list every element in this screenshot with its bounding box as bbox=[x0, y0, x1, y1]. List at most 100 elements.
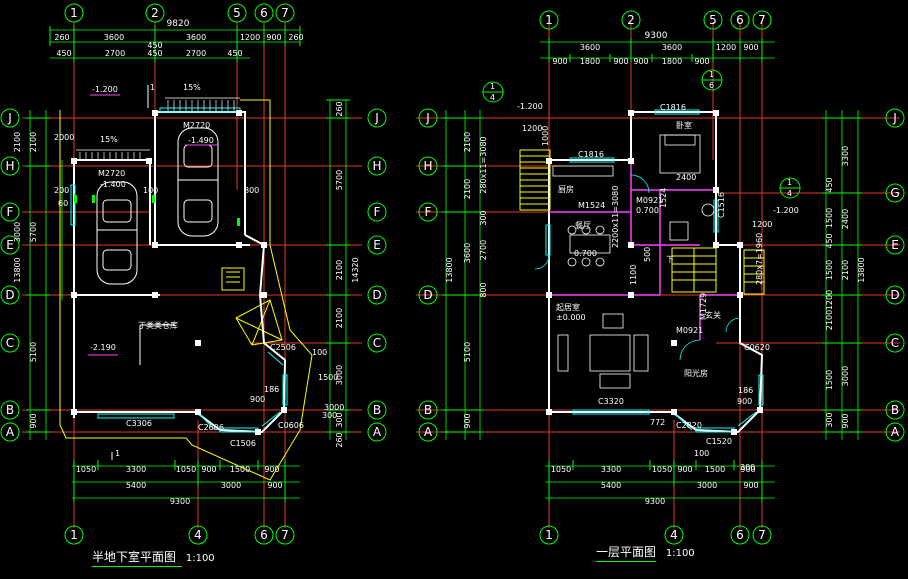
dimension-label: 450 bbox=[825, 177, 834, 192]
axis-bubble-left-H: H bbox=[0, 156, 20, 176]
dimension-label: 2400 bbox=[841, 209, 850, 229]
dimension-label: 14320 bbox=[351, 257, 360, 282]
plan-label-bedroom: 卧室 bbox=[676, 120, 692, 130]
dimension-label: 5700 bbox=[335, 170, 344, 190]
svg-text:4: 4 bbox=[194, 528, 202, 542]
dimension-label: 260 bbox=[54, 33, 69, 42]
section-marker-icon bbox=[482, 69, 801, 199]
dimension-label: 300 bbox=[335, 412, 344, 427]
axis-bubble-right-D: D bbox=[367, 285, 387, 305]
axis-bubble-left-C: C bbox=[0, 333, 20, 353]
plan-label-c2820: C2820 bbox=[676, 421, 702, 430]
axis-bubble-right-J: J bbox=[367, 108, 387, 128]
svg-text:7: 7 bbox=[758, 528, 766, 542]
dimension-label: 13800 bbox=[857, 257, 866, 282]
dimension-label: 1500 bbox=[825, 370, 834, 390]
axis-bubble-top-1: 1 bbox=[539, 10, 559, 30]
svg-text:1: 1 bbox=[545, 13, 553, 27]
plan-label-lvl_0700b: 0.700 bbox=[574, 249, 597, 258]
plan-label-sec_c: 1 bbox=[787, 178, 792, 187]
dimension-label: 900 bbox=[267, 481, 282, 490]
dimension-label: 900 bbox=[743, 481, 758, 490]
dimension-label: 2100 bbox=[29, 132, 38, 152]
plan-label-m1729: M1729 bbox=[699, 293, 708, 320]
plan-label-sec_c_den: 4 bbox=[787, 189, 792, 198]
svg-text:C: C bbox=[891, 336, 899, 350]
dimension-label: 2100 bbox=[335, 260, 344, 280]
axis-bubble-bottom-4: 4 bbox=[188, 525, 208, 545]
right-plan-title-block: 一层平面图 1:100 bbox=[596, 543, 695, 562]
plan-label-d900: 900 bbox=[737, 397, 752, 406]
plan-label-lvl_1200: -1.200 bbox=[517, 102, 543, 111]
title-underline bbox=[596, 561, 656, 562]
plan-label-lvl_2190: -2.190 bbox=[90, 343, 116, 352]
dimension-label: 1800 bbox=[580, 57, 600, 66]
dimension-label: 13800 bbox=[445, 257, 454, 282]
dimension-label: 9300 bbox=[645, 497, 665, 506]
svg-text:H: H bbox=[5, 159, 14, 173]
first-floor-plan bbox=[416, 22, 900, 528]
svg-text:D: D bbox=[372, 288, 381, 302]
dimension-label: 2700 bbox=[105, 49, 125, 58]
plan-label-lvl_0700: 0.700 bbox=[636, 206, 659, 215]
plan-label-slope_a: 15% bbox=[183, 83, 201, 92]
axis-bubble-left-F: F bbox=[418, 202, 438, 222]
plan-label-c0620: C0620 bbox=[744, 343, 770, 352]
dimension-label: 3000 bbox=[697, 481, 717, 490]
axis-bubble-right-C: C bbox=[885, 333, 905, 353]
svg-text:C: C bbox=[373, 336, 381, 350]
svg-text:D: D bbox=[890, 288, 899, 302]
plan-label-entrance: 玄关 bbox=[705, 310, 721, 320]
svg-text:2: 2 bbox=[627, 13, 635, 27]
plan-label-m1524: M1524 bbox=[578, 201, 605, 210]
plan-label-living: 起居室 bbox=[556, 302, 580, 312]
axis-bubble-left-J: J bbox=[418, 108, 438, 128]
dimension-label: 900 bbox=[201, 465, 216, 474]
svg-text:A: A bbox=[373, 425, 382, 439]
plan-label-c1816_a: C1816 bbox=[578, 150, 604, 159]
door-swings bbox=[534, 174, 741, 361]
svg-text:J: J bbox=[374, 111, 379, 125]
svg-text:E: E bbox=[373, 238, 381, 252]
svg-text:1: 1 bbox=[70, 528, 78, 542]
dimension-label: 2100 bbox=[841, 260, 850, 280]
axis-bubble-bottom-7: 7 bbox=[275, 525, 295, 545]
dimension-label: 900 bbox=[463, 413, 472, 428]
svg-text:4: 4 bbox=[670, 528, 678, 542]
plan-label-d1000: 1000 bbox=[541, 126, 550, 146]
axis-bubble-bottom-7: 7 bbox=[752, 525, 772, 545]
dimension-label: 3600 bbox=[104, 33, 124, 42]
left-section-marks bbox=[111, 85, 175, 460]
left-columns bbox=[71, 110, 287, 435]
plan-label-m0921_a: M0921 bbox=[636, 196, 663, 205]
dimension-label: 900 bbox=[266, 33, 281, 42]
dimension-label: 900 bbox=[613, 57, 628, 66]
plan-label-d800: 800 bbox=[244, 186, 259, 195]
dimension-label: 3600 bbox=[186, 33, 206, 42]
dimension-label: 5700 bbox=[29, 222, 38, 242]
svg-text:F: F bbox=[7, 205, 14, 219]
dimension-label: 1500 bbox=[825, 208, 834, 228]
car-icon bbox=[96, 181, 138, 285]
axis-bubble-right-G: G bbox=[885, 183, 905, 203]
svg-text:6: 6 bbox=[260, 6, 268, 20]
dimension-label: 1500 bbox=[825, 260, 834, 280]
plan-label-c1516: C1516 bbox=[717, 192, 726, 218]
dimension-label: 2100 bbox=[335, 308, 344, 328]
plan-label-down: 下 bbox=[666, 255, 674, 264]
dimension-label: 9300 bbox=[645, 31, 668, 41]
dimension-label: 280x11=3080 bbox=[479, 136, 488, 193]
left-markers bbox=[74, 195, 240, 226]
svg-text:6: 6 bbox=[260, 528, 268, 542]
svg-text:1: 1 bbox=[70, 6, 78, 20]
dimension-label: 900 bbox=[264, 465, 279, 474]
svg-text:A: A bbox=[424, 425, 433, 439]
axis-bubble-top-1: 1 bbox=[64, 3, 84, 23]
dimension-label: 300 bbox=[825, 412, 834, 427]
plan-label-m2720_b: M2720 bbox=[98, 169, 125, 178]
plan-label-sec_b: 1 bbox=[709, 70, 714, 79]
dimension-label: 2100 bbox=[13, 132, 22, 152]
plan-label-sec_a: 1 bbox=[490, 82, 495, 91]
dimension-label: 5400 bbox=[126, 481, 146, 490]
